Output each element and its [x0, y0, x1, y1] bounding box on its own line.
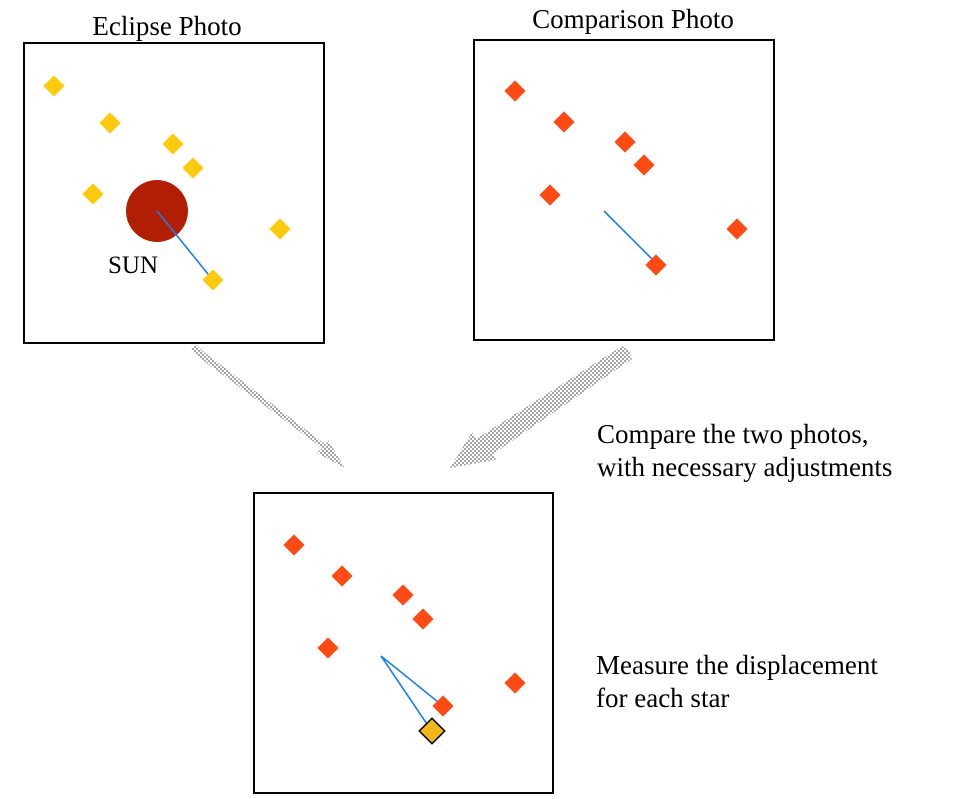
yellow-diamond-star-icon [99, 112, 121, 134]
comparison-photo-title: Comparison Photo [532, 4, 734, 34]
measure-caption-line-1: Measure the displacement [596, 650, 878, 680]
yellow-diamond-star-icon [182, 157, 204, 179]
outlined-diamond-star-icon [418, 717, 446, 745]
orange-diamond-star-icon [726, 218, 748, 240]
left-dotted-arrow-icon [191, 344, 345, 468]
eclipse-photo-panel: Eclipse Photo SUN [23, 11, 325, 344]
eclipse-photo-title: Eclipse Photo [92, 11, 241, 41]
compare-caption-line-2: with necessary adjustments [597, 452, 892, 482]
orange-diamond-star-icon [432, 695, 454, 717]
overlay-photo-frame [253, 492, 554, 794]
orange-diamond-star-icon [412, 608, 434, 630]
orange-diamond-star-icon [283, 534, 305, 556]
overlay-stars [283, 534, 526, 717]
compare-caption: Compare the two photos, with necessary a… [597, 419, 892, 482]
displacement-guide-lines [380, 655, 444, 731]
overlay-photo-panel [253, 492, 554, 794]
measure-caption-line-2: for each star [596, 683, 729, 713]
orange-diamond-star-icon [317, 637, 339, 659]
yellow-diamond-star-icon [162, 133, 184, 155]
yellow-diamond-star-icon [43, 75, 65, 97]
orange-diamond-star-icon [614, 131, 636, 153]
orange-diamond-star-icon [539, 184, 561, 206]
orange-diamond-star-icon [645, 254, 667, 276]
right-dotted-arrow-icon [450, 346, 632, 468]
deflection-guide-line [156, 210, 213, 280]
sun-label: SUN [108, 252, 158, 279]
compare-caption-line-1: Compare the two photos, [597, 419, 868, 449]
orange-diamond-star-icon [331, 565, 353, 587]
orange-diamond-star-icon [633, 154, 655, 176]
reference-guide-line [603, 210, 657, 264]
orange-diamond-star-icon [504, 672, 526, 694]
measure-caption: Measure the displacement for each star [596, 650, 878, 713]
orange-diamond-star-icon [553, 111, 575, 133]
comparison-photo-panel: Comparison Photo [473, 4, 775, 341]
yellow-diamond-star-icon [82, 183, 104, 205]
orange-diamond-star-icon [392, 584, 414, 606]
